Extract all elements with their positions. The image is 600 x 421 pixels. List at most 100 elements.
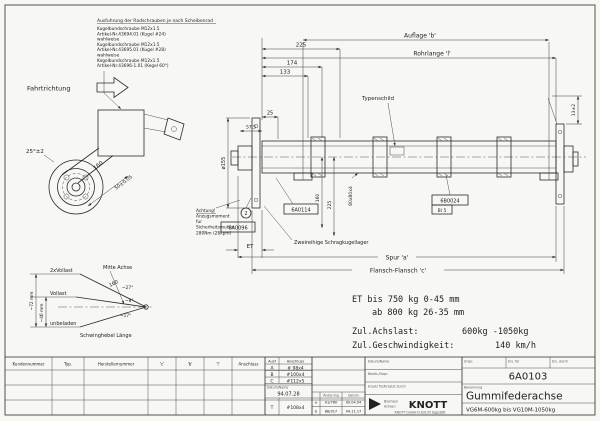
drawing-number: 6A0103 [509,372,548,383]
title-block: Kundennummer Typ. Herstellernummer 'c' '… [5,356,595,415]
spec-speed-value: 140 km/h [495,341,536,351]
ausf-row-val: # 98x4 [287,366,304,372]
ref-label-urspr: Urspr. [464,360,473,364]
bolt-note-line: wahlweise [97,37,120,43]
dim-13-2: 13±2 [571,104,577,116]
ref-label-ers-fuer: Ers. für [508,360,520,364]
position-balloon [240,207,252,219]
part-ref-bearing-seat: 6A0114 [291,208,310,214]
bolt-note-title: Ausfuhrung der Radschrauben je nach Sche… [97,18,213,24]
label-2xvollast: 2xVollast [50,268,73,274]
torque-warning-note: Achtung! Anzugsmoment fur Sicherheitsmut… [196,199,241,237]
position-number: 2 [244,211,247,217]
ausf-extra-key: T [270,405,274,411]
ausf-row-val: #112x5 [287,379,305,385]
dim-auflage: Auflage 'b' [404,33,436,40]
dim-spur: Spur 'a' [386,255,409,262]
col-anschluss: Anschluss [239,362,259,367]
bearing-note: Zweireihige Schragkugellager [294,240,369,246]
label-mitte-achse: Mitte Achse [103,265,132,271]
brand-line-2: Achsen [384,405,396,409]
brand-footer: KNOTT GmbH D 83125 Eggstätt [395,411,447,415]
dim-57-5: 57.5 [246,125,256,131]
axle-end-view: 160 50±0.05 25°±2 [26,109,185,215]
wheel-bolt-note: Ausfuhrung der Radschrauben je nach Sche… [97,18,216,110]
spec-et-range-1: ET bis 750 kg 0-45 mm [352,295,459,305]
type-plate [389,146,405,156]
direction-arrow: Fahrtrichtung [27,76,129,99]
bolt-note-line: Artikel-Nr.43695.01 (Kugel #28) [97,47,166,53]
warning-line: Sicherheitsmutter [196,225,235,231]
brand-line-1: Bremsen [384,400,398,404]
bolt-note-line: Kegelbundschraube M12x1.5 [97,58,160,64]
brand-name: KNOTT [409,400,448,411]
dim-225: 225 [296,43,307,49]
ausf-row-key: C [270,379,273,385]
bolt-note-line: Artikel-Nr.43696-1.01 (Kegel 60°) [97,63,169,69]
ausf-table: Ausf Anschluss A # 98x4 B #100x4 C #112x… [264,357,313,415]
drawing-id-block: Urspr. Ers. für Ers. durch 6A0103 Benenn… [462,357,595,414]
left-flange [230,117,261,209]
spec-speed-label: Zul.Geschwindigkeit: [352,341,454,351]
rev-header-datum: Datum [348,394,359,398]
specifications: ET bis 750 kg 0-45 mm ab 800 kg 26-35 mm… [352,295,536,351]
sheet-border [4,4,596,416]
col-l: 'l' [216,362,219,367]
benennung-label: Benennung [464,386,482,390]
dim-133: 133 [280,70,291,76]
ausf-header-1: Ausf [268,360,276,364]
tube-collars [310,136,512,178]
flange-angle-dim: 13±2 [552,95,582,125]
dim-rohrlange: Rohrlange 'l' [413,51,451,58]
customer-table: Kundennummer Typ. Herstellernummer 'c' '… [5,357,365,415]
revision-table: Änderung Datum a 01/760 00.04.04 b 88/31… [312,357,366,415]
rev-row-no: 01/760 [325,401,337,405]
label-vollast: Vollast [50,291,67,297]
col-typ: Typ. [63,362,72,367]
brand-block: Datum/Name Bearb./Gepr. Ersatz für/Erset… [365,357,463,415]
dim-offset: 50±0.05 [114,174,134,191]
date-label: Datum/Name [267,386,288,390]
part-callouts: 2 6A0096 6A0114 6B0024 Bl 5 Zweireihige … [220,174,469,246]
rev-row-no: 88/317 [325,410,337,414]
col-b: 'b' [188,362,193,367]
rev-row-date: 00.04.04 [346,401,362,405]
dim-46mm: ~46 mm [39,304,45,323]
col-c: 'c' [160,362,164,367]
ausf-extra-val: #108x4 [287,405,305,411]
brake-lever-bracket [163,117,185,141]
ref-label-ers-durch: Ers. durch [552,360,568,364]
arrow-right-icon [96,76,129,99]
typenschild-label: Typenschild [361,96,394,102]
label-unbeladen: unbeladen [50,321,76,327]
drawing-date: 94.07.28 [277,392,299,398]
col-herstellernummer: Herstellernummer [98,362,135,367]
rubber-suspension-section [97,109,145,157]
hub-diameter-dim: ø155 [221,117,250,209]
col-kundennummer: Kundennummer [13,362,45,367]
spec-load-value: 600kg -1050kg [462,327,529,337]
right-flange [547,97,579,205]
knott-logo-icon [369,398,381,410]
angle-8: ~8° [125,298,133,304]
dim-angle: 25°±2 [26,149,44,155]
angle-17: ~17° [120,313,131,319]
part-ref-detail: 6B0024 [440,199,459,205]
rev-header-aenderung: Änderung [323,393,339,398]
dim-tube-section: 80x80x4 [348,186,354,206]
warning-line: Anzugsmoment [196,214,230,220]
info-label-2: Bearb./Gepr. [368,372,388,376]
top-dimensions: Auflage 'b' 225 Rohrlange 'l' 174 133 25… [240,33,557,180]
ausf-row-val: #100x4 [287,372,305,378]
bolt-note-line: Kugelbundschraube M12x1.5 [97,42,160,48]
axle-side-view: Auflage 'b' 225 Rohrlange 'l' 174 133 2 5… [196,33,586,275]
typenschild-callout: Typenschild [361,96,396,147]
info-label-1: Datum/Name [368,360,389,364]
dim-flansch-flansch: Flansch-Flansch 'c' [370,268,427,275]
label-schwinghebel: Schwinghebel Länge [80,333,132,339]
spec-load-label: Zul.Achslast: [352,327,419,337]
rev-row-id: b [315,410,318,414]
dim-174: 174 [287,61,298,67]
